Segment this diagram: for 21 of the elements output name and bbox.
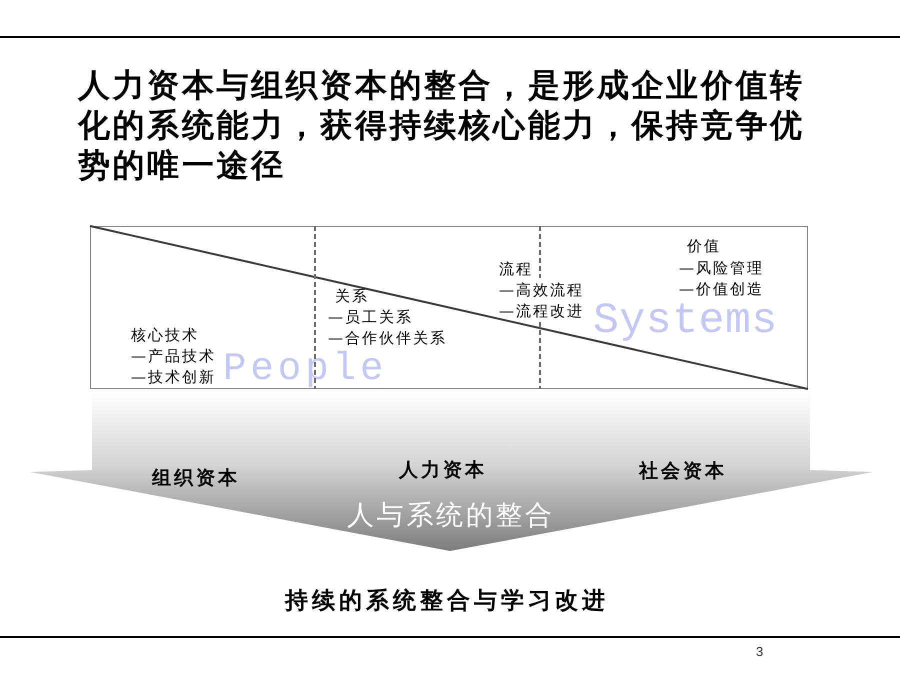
conclusion-text: 持续的系统整合与学习改进 — [285, 587, 609, 616]
list-item: —产品技术 — [131, 346, 216, 367]
list-item: —流程改进 — [499, 301, 584, 322]
capital-label: 组织资本 — [152, 466, 240, 490]
list-item: —技术创新 — [131, 367, 216, 388]
category-heading: 流程 — [499, 259, 533, 280]
list-item: —合作伙伴关系 — [328, 328, 447, 349]
list-item: —风险管理 — [679, 258, 764, 279]
capital-label: 社会资本 — [639, 459, 727, 483]
category-heading: 价值 — [687, 236, 721, 257]
category-heading: 关系 — [335, 286, 369, 307]
category-heading: 核心技术 — [131, 325, 199, 346]
list-item: —高效流程 — [499, 280, 584, 301]
overlay-word: People — [223, 350, 388, 389]
capital-label: 人力资本 — [399, 458, 487, 482]
list-item: —员工关系 — [328, 307, 413, 328]
slide-title: 人力资本与组织资本的整合，是形成企业价值转化的系统能力，获得持续核心能力，保持竞争优势的唯一途径 — [78, 65, 806, 185]
chevron-label: 人与系统的整合 — [347, 499, 555, 533]
page-number: 3 — [756, 644, 764, 660]
overlay-word: Systems — [593, 299, 778, 342]
list-item: —价值创造 — [679, 279, 764, 300]
